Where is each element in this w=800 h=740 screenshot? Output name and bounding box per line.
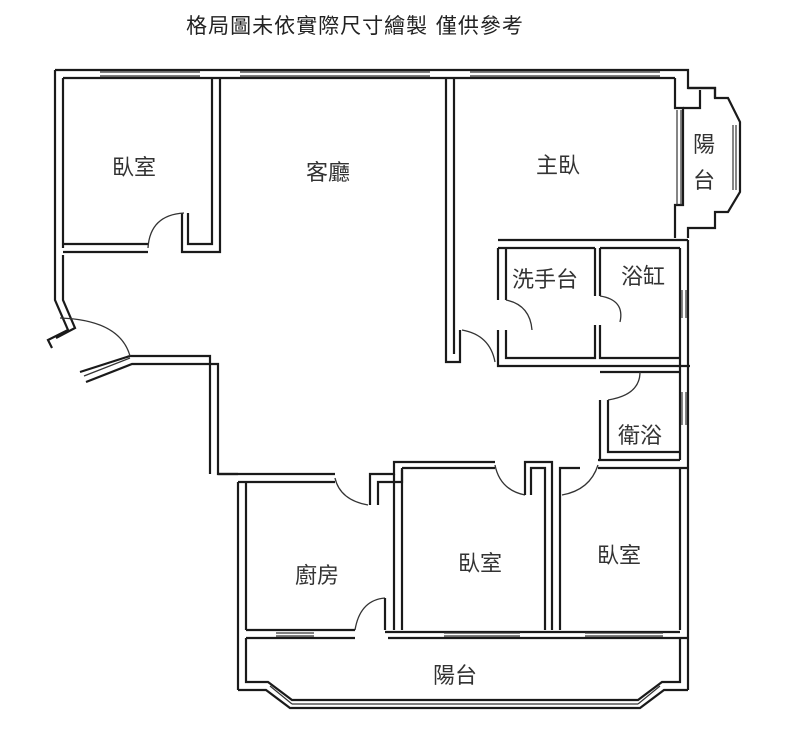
room-label-bedroom-se: 臥室: [597, 544, 642, 569]
bath-block-walls: [496, 238, 690, 690]
bedroom-nw-walls: [63, 78, 222, 254]
plan-disclaimer-title: 格局圖未依實際尺寸繪製 僅供參考: [186, 14, 524, 38]
room-label-balcony-east: 陽台: [692, 133, 715, 194]
room-label-balcony-south: 陽台: [433, 664, 478, 689]
room-label-bedroom-nw: 臥室: [112, 156, 157, 181]
south-balcony-walls: [238, 638, 688, 710]
room-label-wash-basin: 洗手台: [512, 268, 579, 293]
room-label-bathtub: 浴缸: [621, 265, 666, 290]
room-label-bathroom: 衛浴: [618, 424, 663, 449]
east-balcony-walls: [673, 78, 742, 238]
living-master-divider: [444, 78, 496, 364]
room-label-master-bedroom: 主臥: [536, 154, 581, 179]
south-rooms-walls: [218, 458, 688, 690]
room-label-kitchen: 廚房: [295, 564, 340, 589]
room-label-bedroom-middle: 臥室: [458, 552, 503, 577]
room-label-living-room: 客廳: [306, 161, 351, 186]
outer-walls: [46, 68, 717, 476]
